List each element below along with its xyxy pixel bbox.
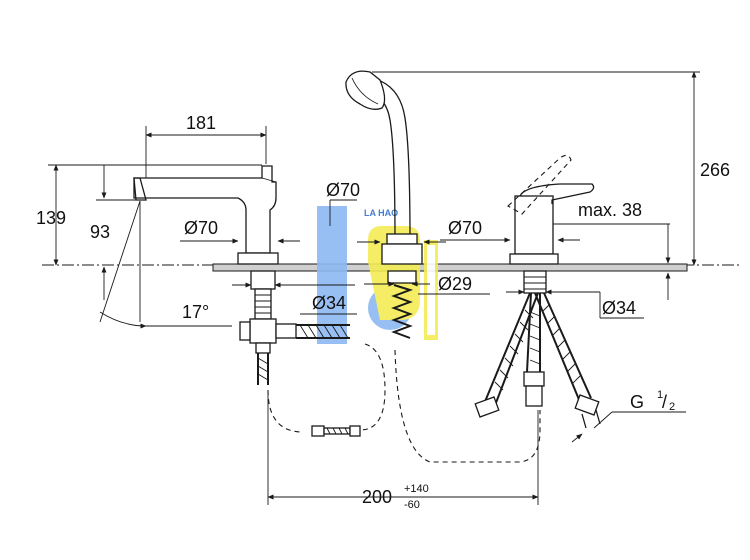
hand-shower-assembly (267, 70, 541, 463)
dim-93-label: 93 (90, 222, 110, 242)
deck-plate (212, 263, 688, 272)
dim-g12-main: G (630, 392, 644, 412)
hose-connector-right (349, 425, 361, 437)
tee-bottom-port (255, 342, 271, 354)
mixer-hose-left-braid (494, 309, 534, 391)
shower-holder (381, 243, 423, 265)
dim-17-label: 17° (182, 302, 209, 322)
watermark-blue-bar (317, 206, 347, 344)
mixer-fitting-middle (525, 385, 543, 407)
mixer-hose-middle-braid (529, 311, 541, 365)
shower-hose-upper-b (371, 77, 411, 241)
spout-top-edge (261, 177, 277, 183)
dim-max38-label: max. 38 (578, 200, 642, 220)
dim-200-plus: +140 (404, 483, 429, 495)
shower-hose-loop-c (394, 349, 541, 463)
mixer-lever (519, 183, 595, 204)
tee-right-port (275, 323, 297, 339)
spout-thread (254, 288, 272, 320)
shower-head-face (351, 77, 379, 105)
dim-17-arc (99, 311, 147, 329)
mixer-rosette (509, 253, 559, 265)
shower-holder-nut (387, 270, 417, 284)
dim-o70-mid-label: Ø70 (326, 180, 360, 200)
watermark-yellow-gap (427, 245, 435, 335)
tee-hose (296, 324, 350, 339)
dim-266-label: 266 (700, 160, 730, 180)
tee-left-port (239, 321, 251, 341)
dim-g12-denominator: 2 (669, 401, 675, 413)
dim-o34-right-label: Ø34 (602, 298, 636, 318)
spout-thread-lines (255, 294, 271, 314)
hose-connector-left (311, 425, 325, 437)
mixer-shank-thread (524, 276, 546, 290)
dim-g12-leader-diag (593, 411, 613, 429)
mixer-hose-right-braid (541, 303, 581, 385)
mixer-fitting-right (574, 394, 600, 416)
tee-block (249, 318, 277, 344)
mixer-fitting-right-tail (581, 409, 601, 429)
dim-o34-left-label: Ø34 (312, 293, 346, 313)
dim-181-label: 181 (186, 113, 216, 133)
dim-g12-numerator: 1 (657, 389, 663, 401)
dim-o70-left-label: Ø70 (184, 218, 218, 238)
mixer-assembly (474, 154, 601, 429)
spout-outlet (133, 177, 147, 201)
spout-body (133, 165, 277, 254)
tee-hose-braid (299, 324, 349, 339)
dim-g12-slash: / (662, 392, 667, 412)
supply-hose-braid (257, 357, 269, 381)
dim-200-label: 200 (362, 487, 392, 507)
shower-holder-top (386, 233, 418, 245)
spout-assembly (133, 165, 350, 385)
dim-139-label: 139 (36, 208, 66, 228)
shower-hose-loop-a (359, 343, 386, 431)
dim-g12-label: G (630, 392, 644, 412)
watermark-text: LA HAO (364, 208, 398, 218)
mixer-shank (523, 270, 547, 294)
dim-o70-right-label: Ø70 (448, 218, 482, 238)
watermark-logo: LA HAO (317, 206, 438, 344)
mixer-fitting-left (474, 396, 500, 418)
shower-head (345, 70, 386, 110)
mixer-fitting-middle-nut (523, 371, 545, 387)
mixer-lever-open (507, 154, 572, 215)
shower-spring-hose (391, 284, 414, 339)
shower-hose-loop-b (267, 389, 301, 433)
mixer-body (514, 195, 554, 255)
dim-200-minus: -60 (404, 499, 420, 511)
spout-rosette (237, 252, 279, 265)
dim-g12-arrow (571, 433, 583, 443)
dim-o29-label: Ø29 (438, 274, 472, 294)
spout-shank (250, 270, 276, 290)
hose-connector-thread (326, 427, 349, 435)
dim-17-ray (99, 200, 141, 323)
